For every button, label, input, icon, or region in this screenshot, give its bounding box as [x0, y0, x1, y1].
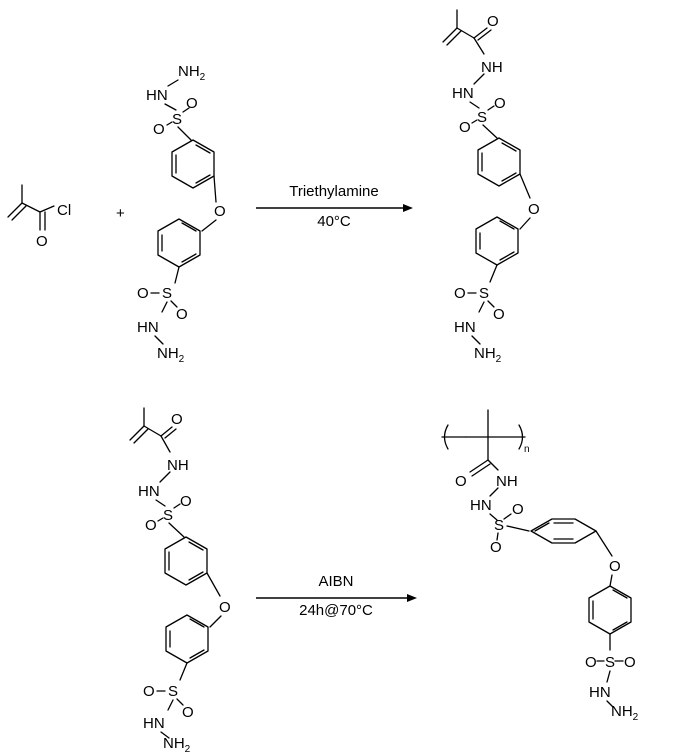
sulfonyl-oxygen-label: O	[454, 285, 466, 302]
ether-oxygen-label: O	[214, 203, 226, 220]
sulfonyl-oxygen-label: O	[624, 654, 636, 671]
nh2-label: NH2	[178, 63, 206, 83]
sulfonyl-oxygen-label: O	[137, 285, 149, 302]
sulfonyl-oxygen-label: O	[153, 121, 165, 138]
condition-time-temperature: 24h@70°C	[299, 602, 373, 619]
nh-label: NH	[481, 59, 503, 76]
reaction-arrow-2: AIBN 24h@70°C	[256, 573, 417, 619]
sulfonyl-oxygen-label: O	[143, 683, 155, 700]
sulfur-label: S	[477, 109, 487, 126]
hn-label: HN	[146, 87, 168, 104]
sulfonyl-oxygen-label: O	[176, 306, 188, 323]
methacryloyl-chloride: Cl O	[7, 184, 71, 250]
nh-label: NH	[496, 473, 518, 490]
chlorine-label: Cl	[57, 202, 71, 219]
sulfur-label: S	[605, 654, 615, 671]
carbonyl-oxygen-label: O	[455, 473, 467, 490]
nh2-label: NH2	[157, 345, 185, 365]
sulfonyl-oxygen-label: O	[182, 704, 194, 721]
sulfur-label: S	[479, 285, 489, 302]
hn-label: HN	[470, 497, 492, 514]
sulfonyl-oxygen-label: O	[585, 654, 597, 671]
ether-oxygen-label: O	[609, 558, 621, 575]
hn-label: HN	[138, 483, 160, 500]
ether-oxygen-label: O	[219, 599, 231, 616]
oxybis-sulfonyl-hydrazide-reactant: NH2 HN S O O O O S O HN NH2	[137, 63, 226, 365]
hn-label: HN	[454, 319, 476, 336]
nh2-label: NH2	[163, 735, 191, 753]
condition-temperature-40c: 40°C	[317, 213, 351, 230]
sulfur-label: S	[168, 683, 178, 700]
sulfonyl-oxygen-label: O	[459, 119, 471, 136]
hn-label: HN	[452, 85, 474, 102]
repeat-unit-n: n	[524, 444, 530, 455]
sulfonyl-oxygen-label: O	[145, 517, 157, 534]
hn-label: HN	[589, 684, 611, 701]
nh2-label: NH2	[611, 703, 639, 723]
sulfur-label: S	[163, 507, 173, 524]
monomer-product: O NH HN S O O O O S O HN NH2	[442, 9, 540, 365]
sulfonyl-oxygen-label: O	[493, 306, 505, 323]
monomer-reactant: O NH HN S O O O O S O HN NH2	[129, 407, 231, 753]
carbonyl-oxygen-label: O	[171, 411, 183, 428]
sulfonyl-oxygen-label: O	[490, 539, 502, 556]
sulfonyl-oxygen-label: O	[186, 95, 198, 112]
nh-label: NH	[167, 457, 189, 474]
sulfonyl-oxygen-label: O	[512, 501, 524, 518]
hn-label: HN	[143, 715, 165, 732]
hn-label: HN	[137, 319, 159, 336]
condition-reagent-triethylamine: Triethylamine	[289, 183, 378, 200]
ether-oxygen-label: O	[528, 201, 540, 218]
polymer-product: n O NH HN S O O O O S	[441, 409, 639, 723]
sulfonyl-oxygen-label: O	[494, 95, 506, 112]
sulfur-label: S	[172, 111, 182, 128]
carbonyl-oxygen-label: O	[36, 233, 48, 250]
carbonyl-oxygen-label: O	[487, 13, 499, 30]
plus-sign: +	[116, 205, 125, 222]
nh2-label: NH2	[474, 345, 502, 365]
condition-initiator-aibn: AIBN	[318, 573, 353, 590]
sulfonyl-oxygen-label: O	[180, 493, 192, 510]
sulfur-label: S	[494, 517, 504, 534]
sulfur-label: S	[162, 285, 172, 302]
reaction-arrow-1: Triethylamine 40°C	[256, 183, 413, 230]
